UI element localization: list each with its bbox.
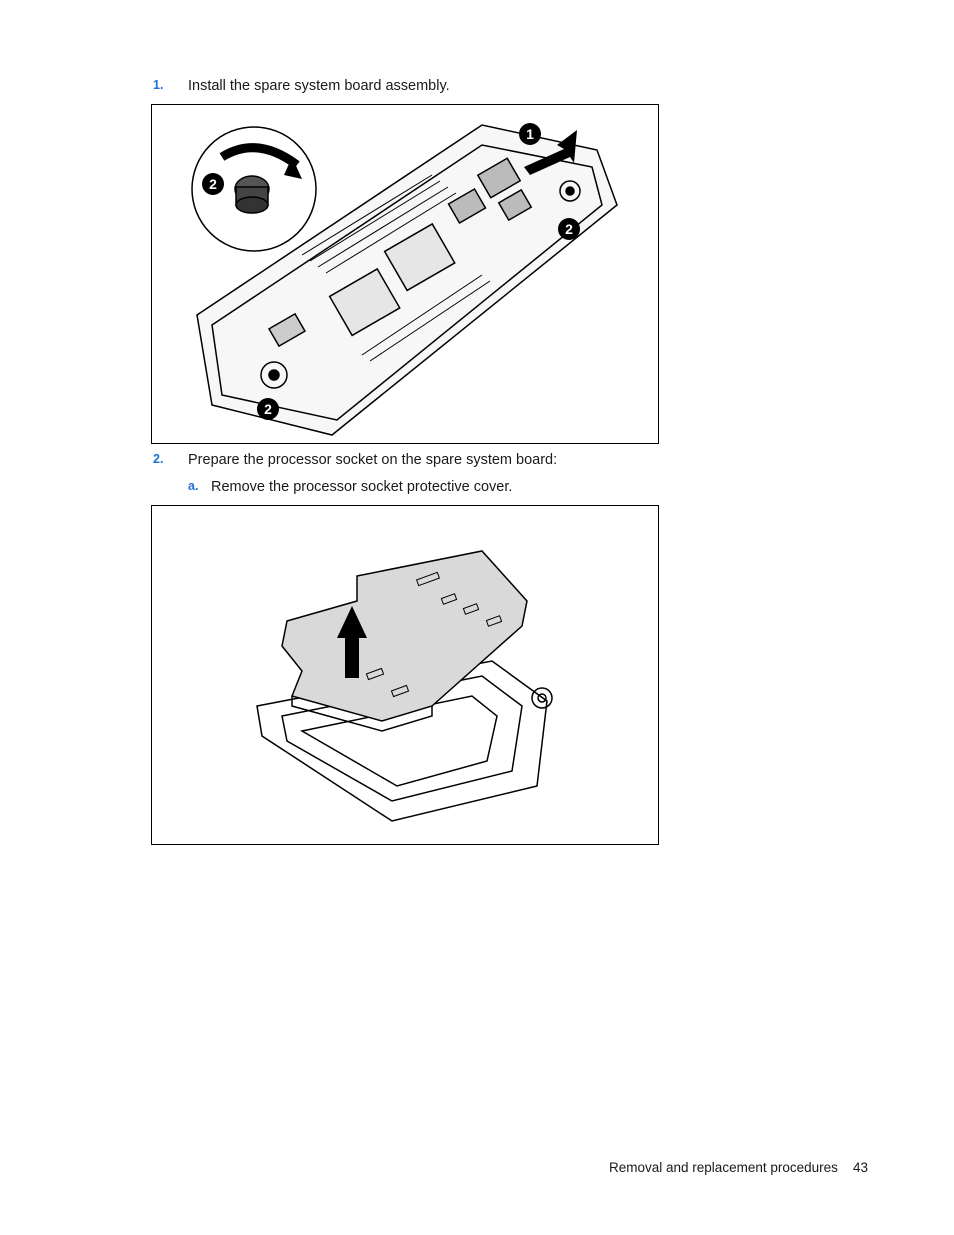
callout-2: 2: [202, 173, 224, 195]
footer-section-title: Removal and replacement procedures: [609, 1160, 838, 1175]
page-number: 43: [853, 1160, 869, 1175]
step-number: 1.: [153, 78, 164, 92]
substep-text: Remove the processor socket protective c…: [211, 479, 513, 495]
callout-1: 1: [519, 123, 541, 145]
callout-2: 2: [257, 398, 279, 420]
step-number: 2.: [153, 452, 164, 466]
step-text: Prepare the processor socket on the spar…: [188, 452, 558, 468]
callout-2: 2: [558, 218, 580, 240]
socket-cover-illustration: [151, 505, 659, 845]
substep-letter: a.: [188, 479, 199, 493]
system-board-illustration: 1 2 2 2: [151, 104, 659, 444]
step-text: Install the spare system board assembly.: [188, 78, 450, 94]
